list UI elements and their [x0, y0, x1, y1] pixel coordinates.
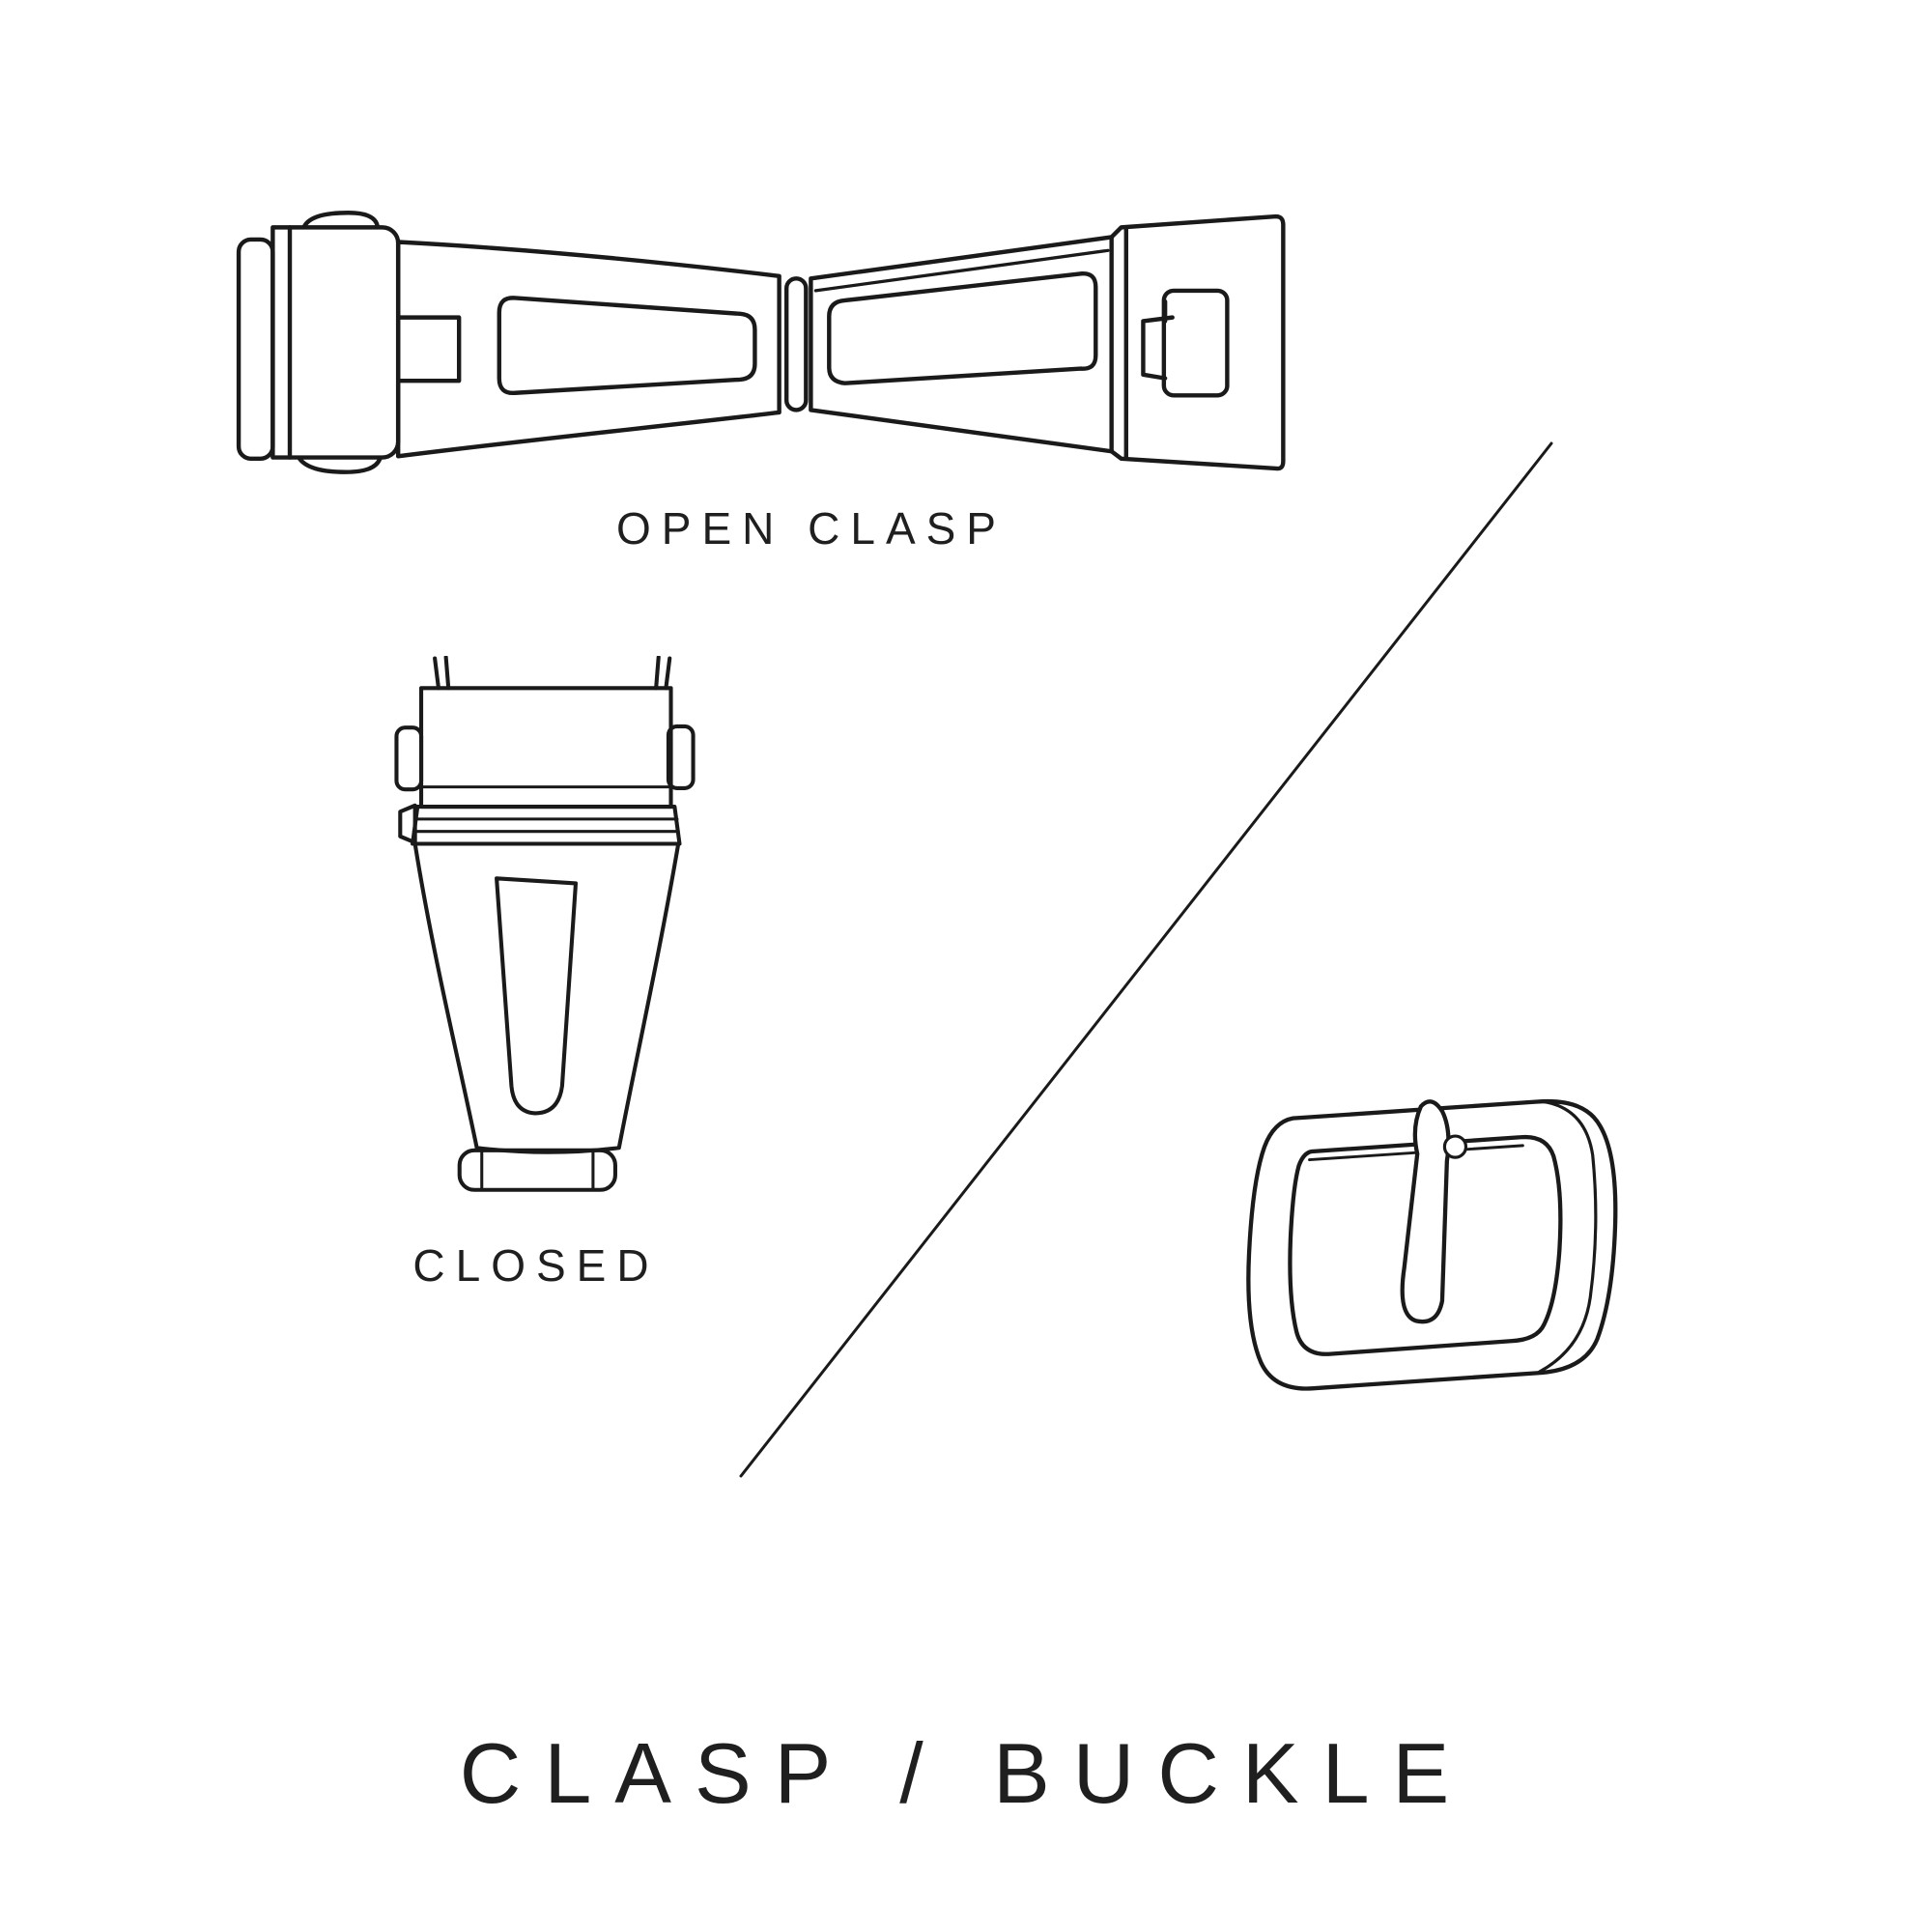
open-clasp-icon [236, 211, 1286, 474]
closed-clasp-label: CLOSED [412, 1240, 660, 1291]
closed-clasp-icon [394, 656, 696, 1192]
tang-buckle-icon [1246, 1098, 1618, 1391]
page-title: CLASP / BUCKLE [459, 1725, 1473, 1821]
open-clasp-label: OPEN CLASP [616, 503, 1007, 554]
open-clasp-illustration [229, 198, 1300, 497]
buckle-illustration [1238, 1090, 1641, 1428]
closed-clasp-illustration [390, 656, 699, 1200]
